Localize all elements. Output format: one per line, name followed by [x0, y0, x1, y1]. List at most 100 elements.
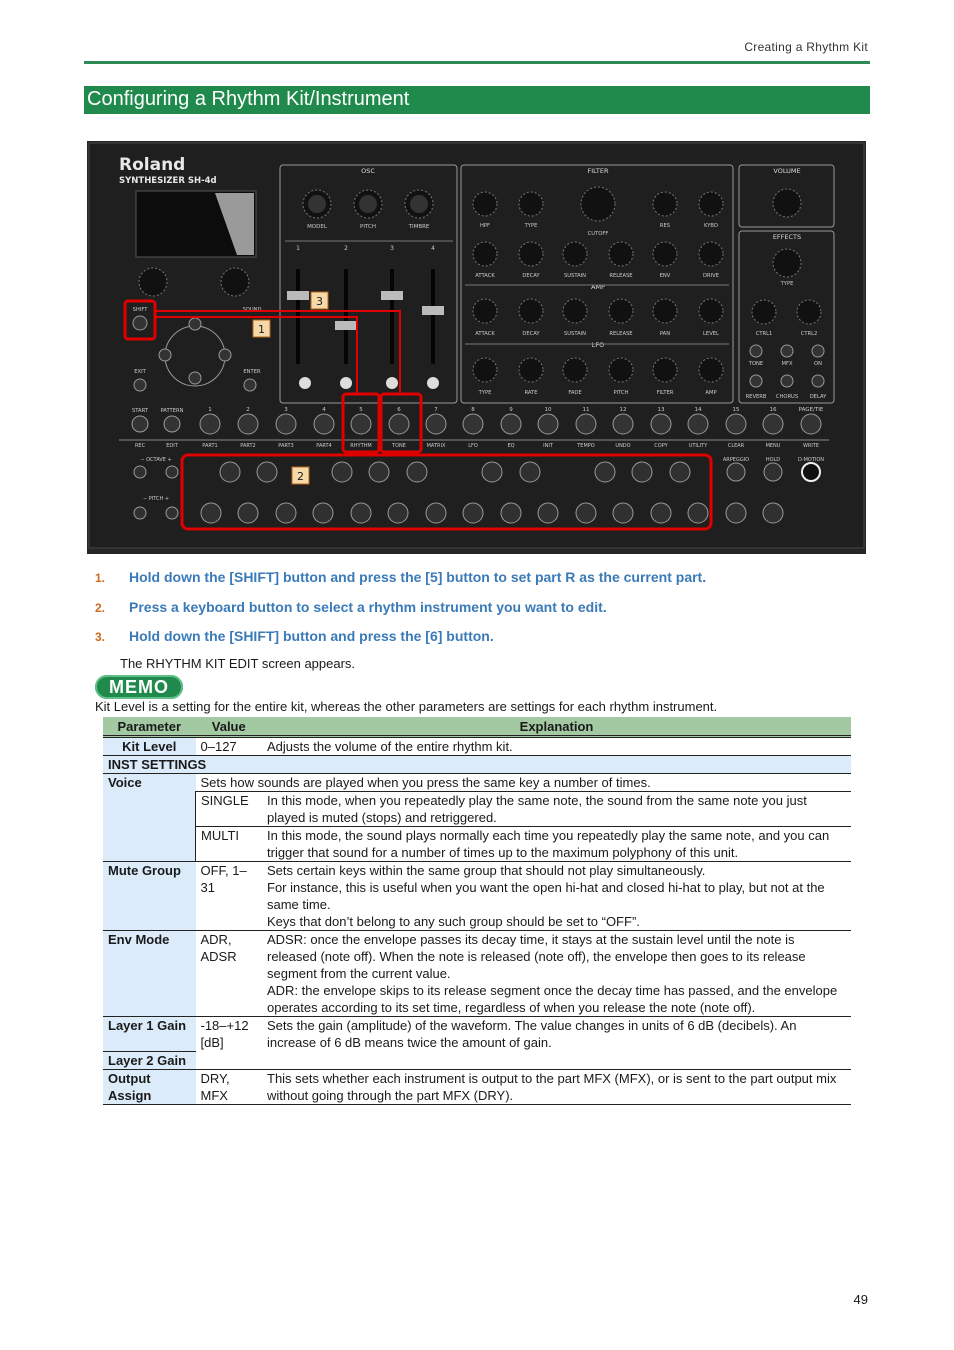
slider-number: 3: [390, 245, 394, 252]
effects-button-label: MFX: [781, 361, 792, 367]
amp-knob-label: SUSTAIN: [564, 331, 586, 337]
osc-knobs: [302, 189, 434, 219]
effects-button-label: REVERB: [746, 394, 767, 400]
enter-label: ENTER: [243, 369, 261, 375]
left-buttons: [132, 315, 257, 392]
callout-badges: 1 3 2: [252, 291, 329, 485]
step-function: EQ: [507, 443, 514, 449]
filter-knob-label: KYBD: [704, 223, 718, 229]
lfo-knob-label: FADE: [568, 390, 581, 396]
amp-knobs: [472, 298, 724, 324]
amp-knob-label: RELEASE: [609, 331, 632, 337]
step-function: REC: [135, 443, 146, 449]
filter-env-label: DECAY: [522, 273, 540, 279]
step-1: 1.Hold down the [SHIFT] button and press…: [95, 569, 707, 585]
step-function: RHYTHM: [350, 443, 371, 449]
param-layer2-gain: Layer 2 Gain: [103, 1050, 196, 1069]
table-header-row: Parameter Value Explanation: [103, 717, 851, 737]
filter-env-label: ENV: [660, 273, 671, 279]
step-function: EDIT: [166, 443, 178, 449]
param-kit-level: Kit Level: [103, 735, 196, 756]
table-row: Layer 1 Gain -18–+12 [dB] Sets the gain …: [103, 1016, 851, 1069]
model-name: SYNTHESIZER SH-4d: [119, 176, 217, 186]
lfo-knob-label: PITCH: [613, 390, 628, 396]
lfo-knob-label: AMP: [705, 390, 716, 396]
volume-label: VOLUME: [773, 167, 800, 175]
memo-text: Kit Level is a setting for the entire ki…: [95, 699, 718, 714]
effects-knob-label: TYPE: [780, 281, 794, 287]
lfo-label: LFO: [592, 341, 604, 349]
step-number: 16: [770, 407, 777, 413]
slider-number: 4: [431, 245, 435, 252]
step-2: 2.Press a keyboard button to select a rh…: [95, 599, 607, 615]
step-number: 15: [733, 407, 740, 413]
table-row: Voice Sets how sounds are played when yo…: [103, 773, 851, 862]
step-function: TONE: [391, 443, 406, 449]
synth-panel-image: Roland SYNTHESIZER SH-4d OSC FILTER AMP …: [87, 141, 866, 554]
header-parameter: Parameter: [103, 717, 196, 737]
step-3: 3.Hold down the [SHIFT] button and press…: [95, 628, 494, 644]
parameter-table: Parameter Value Explanation Kit Level 0–…: [103, 717, 851, 1105]
callout-1: 1: [258, 323, 265, 336]
d-motion-label: D-MOTION: [798, 457, 824, 463]
brand-logo: Roland: [119, 155, 185, 175]
volume-frame: [738, 164, 835, 228]
callout-2: 2: [297, 470, 304, 483]
step-number: 5: [359, 407, 363, 413]
amp-knob-label: LEVEL: [703, 331, 719, 337]
lfo-knob-label: RATE: [525, 390, 538, 396]
table-row: Kit Level 0–127 Adjusts the volume of th…: [103, 735, 851, 756]
step-function: TEMPO: [576, 443, 595, 449]
section-title: Configuring a Rhythm Kit/Instrument: [87, 88, 410, 110]
memo-badge: MEMO: [95, 675, 183, 699]
osc-knob-label: TIMBRE: [408, 224, 430, 230]
filter-env-label: DRIVE: [703, 273, 719, 279]
osc-frame: [279, 164, 458, 404]
step-function: WRITE: [803, 443, 819, 449]
effects-buttons: [749, 344, 825, 388]
osc-knob-label: MODEL: [307, 224, 328, 230]
step-function: UNDO: [615, 443, 630, 449]
filter-knob-label: TYPE: [524, 223, 538, 229]
header-explanation: Explanation: [262, 717, 851, 737]
page-number: 49: [853, 1292, 868, 1307]
start-label: START: [132, 408, 149, 414]
osc-knob-label: PITCH: [360, 224, 376, 230]
step-number: 10: [545, 407, 552, 413]
exit-label: EXIT: [134, 369, 146, 375]
amp-knob-label: ATTACK: [475, 331, 495, 337]
shift-label: SHIFT: [133, 307, 149, 313]
callout-3: 3: [316, 295, 323, 308]
step-function: LFO: [468, 443, 478, 449]
octave-label: − OCTAVE +: [140, 457, 171, 463]
filter-knobs: [472, 186, 724, 267]
table-row: Mute Group OFF, 1–31 Sets certain keys w…: [103, 861, 851, 931]
lfo-knob-label: FILTER: [657, 390, 674, 396]
param-layer1-gain: Layer 1 Gain: [103, 1016, 196, 1051]
amp-label: AMP: [591, 283, 605, 291]
effects-frame: [738, 230, 835, 404]
filter-knob-label: RES: [660, 223, 670, 229]
step-function: PART1: [202, 443, 217, 449]
effects-button-label: CHORUS: [776, 394, 798, 400]
step-function: MATRIX: [427, 443, 446, 449]
header-rule: [84, 61, 870, 64]
param-voice: Voice: [103, 773, 196, 862]
step-number: 6: [397, 407, 401, 413]
table-row: Output Assign DRY, MFX This sets whether…: [103, 1068, 851, 1105]
step-function: PART2: [240, 443, 255, 449]
osc-label: OSC: [361, 167, 375, 175]
step-buttons: [131, 413, 822, 435]
step-number: 4: [322, 407, 326, 413]
effects-button-label: DELAY: [810, 394, 827, 400]
step-number: 13: [658, 407, 665, 413]
table-row: SINGLE In this mode, when you repeatedly…: [103, 791, 851, 827]
filter-knob-label: CUTOFF: [588, 231, 609, 237]
section-heading-bar: Configuring a Rhythm Kit/Instrument: [84, 86, 870, 114]
effects-button-label: ON: [814, 361, 822, 367]
effects-knobs: [751, 188, 822, 325]
step-number: PAGE/TIE: [799, 407, 824, 413]
filter-env-label: RELEASE: [609, 273, 632, 279]
step-function: UTILITY: [689, 443, 709, 449]
step-function: CLEAR: [728, 443, 745, 449]
